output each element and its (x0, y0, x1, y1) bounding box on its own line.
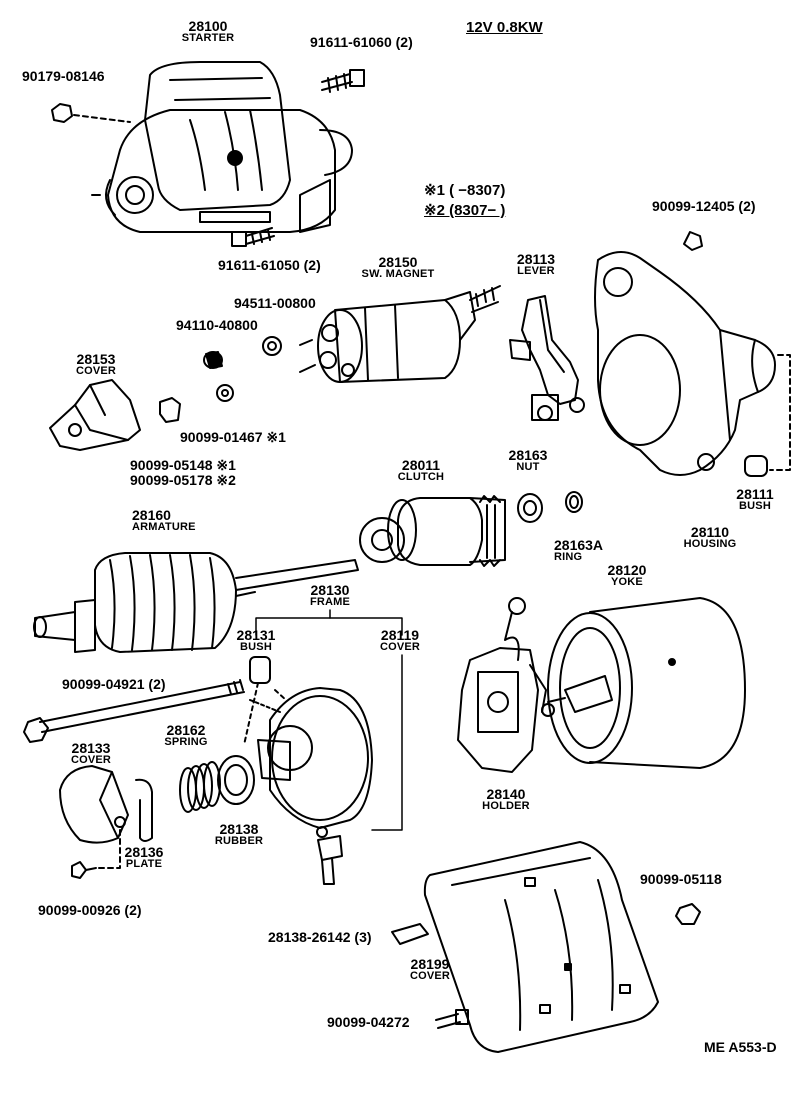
label-fastener-91611-61060: 91611-61060 (2) (310, 34, 413, 50)
cover-28199-drawing (423, 841, 659, 1053)
yoke-drawing (547, 597, 746, 769)
legend-line-2: ※2 (8307− ) (424, 202, 506, 219)
label-fastener-90099-05118: 90099-05118 (640, 871, 722, 887)
frame-28130-drawing (257, 687, 373, 838)
bolt-top (321, 69, 365, 93)
spec-title: 12V 0.8KW (466, 19, 543, 36)
cover-28153-drawing (49, 379, 141, 451)
label-fastener-90099-05148: 90099-05148 ※1 (130, 457, 236, 473)
label-fastener-90099-00926: 90099-00926 (2) (38, 902, 142, 918)
housing-drawing (594, 231, 791, 477)
clutch-drawing (359, 491, 583, 567)
holder-drawing (457, 597, 555, 773)
lever-drawing (509, 295, 585, 421)
label-fastener-91611-61050: 91611-61050 (2) (218, 257, 321, 273)
cover-28133-drawing (59, 765, 129, 879)
label-fastener-90099-04272: 90099-04272 (327, 1014, 410, 1030)
label-fastener-90099-12405: 90099-12405 (2) (652, 198, 756, 214)
armature-drawing (33, 552, 359, 653)
through-bolt-drawing (23, 679, 245, 743)
label-fastener-94511: 94511-00800 (234, 295, 316, 311)
label-fastener-90099-05178: 90099-05178 ※2 (130, 472, 236, 488)
label-fastener-94110: 94110-40800 (176, 317, 258, 333)
label-fastener-90099-01467: 90099-01467 ※1 (180, 429, 286, 445)
spring-drawing (179, 761, 221, 813)
bolt-bottom (231, 227, 275, 247)
starter-assembly-drawing (51, 61, 365, 247)
nut-90179 (51, 103, 131, 123)
label-fastener-90179: 90179-08146 (22, 68, 105, 84)
label-fastener-90099-04921: 90099-04921 (2) (62, 676, 166, 692)
sw-magnet-drawing (299, 285, 501, 383)
label-fastener-28138-26142: 28138-26142 (3) (268, 929, 372, 945)
diagram-code: ME A553-D (704, 1039, 777, 1055)
legend-line-1: ※1 ( −8307) (424, 182, 506, 199)
